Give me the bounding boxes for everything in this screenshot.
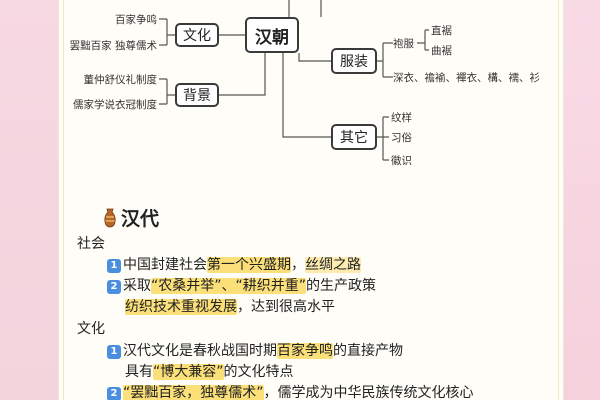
- clothing-node-label: 服装: [340, 54, 368, 70]
- other-leaf: 纹样: [391, 112, 412, 124]
- number-badge: 2: [107, 387, 121, 400]
- text-segment: 具有: [125, 364, 153, 380]
- highlight-text: 第一个兴盛期: [207, 257, 291, 273]
- other-leaf: 徽识: [391, 155, 412, 167]
- background-leaf: 儒家学说衣冠制度: [73, 99, 157, 111]
- culture-label: 文化: [77, 321, 105, 337]
- robe-leaf: 直裾: [431, 25, 452, 37]
- card-edge-line-right: [558, 0, 559, 400]
- number-badge: 1: [107, 259, 121, 273]
- mindmap-background-node: 背景: [175, 83, 219, 107]
- culture-node-label: 文化: [183, 28, 211, 44]
- mindmap-connectors: [159, 0, 429, 161]
- culture-point-2: 2“罢黜百家，独尊儒术”，儒学成为中华民族传统文化核心: [107, 382, 474, 400]
- text-segment: ，: [291, 257, 305, 273]
- section-title-text: 汉代: [121, 208, 160, 230]
- other-node-label: 其它: [340, 130, 368, 146]
- culture-leaf: 罢黜百家 独尊儒术: [69, 40, 157, 52]
- content-card: 汉朝 文化 百家争鸣 罢黜百家 独尊儒术 背景 董仲舒仪礼制度 儒家学说衣冠制度…: [58, 0, 564, 400]
- society-point-2-continued: 纺织技术重视发展，达到很高水平: [125, 296, 335, 316]
- highlight-text: “罢黜百家，独尊儒术”: [123, 385, 264, 400]
- mindmap-center-node: 汉朝: [245, 17, 299, 53]
- background-node-label: 背景: [183, 88, 211, 104]
- highlight-text: 百家争鸣: [277, 343, 333, 359]
- background-leaf: 董仲舒仪礼制度: [83, 74, 158, 86]
- text-segment: ，儒学成为中华民族传统文化核心: [263, 385, 474, 400]
- text-segment: 的生产政策: [306, 278, 377, 294]
- culture-leaf: 百家争鸣: [115, 14, 157, 26]
- text-segment: 中国封建社会: [123, 257, 207, 273]
- right-margin: [562, 0, 600, 400]
- highlight-text: 丝绸之路: [305, 257, 361, 273]
- text-segment: 汉代文化是春秋战国时期: [123, 343, 277, 359]
- text-segment: 采取: [123, 278, 151, 294]
- number-badge: 1: [107, 345, 121, 359]
- highlight-text: “博大兼容”: [153, 364, 224, 380]
- text-segment: 的文化特点: [223, 364, 294, 380]
- highlight-text: “农桑并举”、“耕织并重”: [151, 278, 307, 294]
- culture-point-1-continued: 具有“博大兼容”的文化特点: [125, 361, 294, 381]
- left-margin: [0, 0, 58, 400]
- number-badge: 2: [107, 280, 121, 294]
- section-title: 汉代: [103, 204, 159, 231]
- mindmap-clothing-node: 服装: [331, 48, 377, 74]
- highlight-text: 纺织技术重视发展: [125, 299, 237, 315]
- society-label: 社会: [77, 236, 105, 252]
- mindmap-culture-node: 文化: [175, 23, 219, 47]
- clothing-others-leaf: 深衣、襜褕、襌衣、構、襦、衫: [393, 72, 540, 84]
- text-segment: 的直接产物: [333, 343, 403, 359]
- center-label: 汉朝: [255, 27, 289, 48]
- vase-icon: [104, 208, 116, 227]
- other-leaf: 习俗: [391, 132, 412, 144]
- text-segment: ，达到很高水平: [237, 299, 335, 315]
- card-edge-line-left: [63, 0, 64, 400]
- clothing-robe-label: 袍服: [393, 38, 414, 50]
- robe-leaf: 曲裾: [431, 45, 452, 57]
- mindmap-other-node: 其它: [331, 124, 377, 150]
